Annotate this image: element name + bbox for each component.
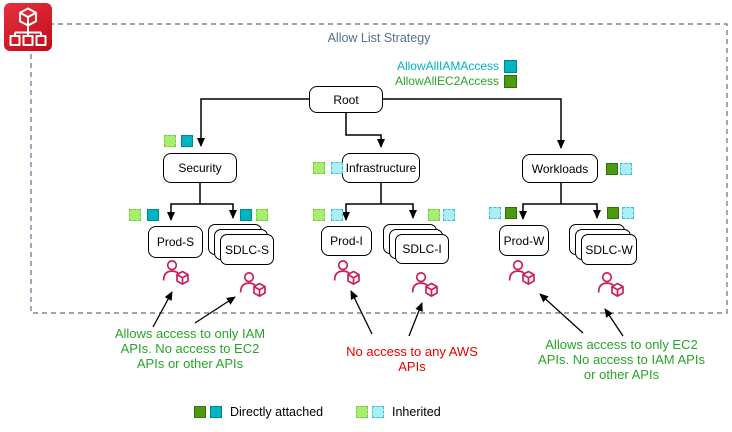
sdlc-w-iam-inherited-square-icon [622,207,634,219]
connector-security-prod-s [167,203,200,221]
node-security-label: Security [178,161,222,175]
security-ec2-inherited-square-icon [164,135,176,147]
sdlc-i-user-with-cube-icon [410,271,440,300]
policy-row-ec2: AllowAllEC2Access [395,74,517,88]
node-sdlc-i-account-stack: SDLC-I [383,224,451,266]
prod-w-user-with-cube-icon [507,259,537,288]
arrow-to-sdlc-s-user [194,296,236,324]
sdlc-w-user-with-cube-icon [596,271,626,300]
legend-inherited: Inherited [356,405,441,419]
node-prod-s-label: Prod-S [156,235,195,249]
connector-infrastructure-prod-i [342,203,381,221]
legend-iam-inherited-square-icon [372,406,384,418]
sdlc-i-iam-inherited-square-icon [443,209,455,221]
prod-i-user-with-cube-icon [332,259,362,288]
prod-w-ec2-attached-square-icon [505,207,517,219]
annotation-security-accounts: Allows access to only IAM APIs. No acces… [114,326,266,371]
node-security-ou: Security [163,153,237,183]
diagram-title: Allow List Strategy [327,31,431,45]
node-prod-s-account: Prod-S [148,226,203,258]
sdlc-s-ec2-inherited-square-icon [256,209,268,221]
connector-security-sdlc-s [200,203,237,219]
prod-w-iam-inherited-square-icon [489,207,501,219]
annotation-workloads-accounts: Allows access to only EC2 APIs. No acces… [538,337,705,382]
policy-row-iam: AllowAllIAMAccess [397,59,517,73]
security-iam-attached-square-icon [181,135,193,147]
infrastructure-iam-inherited-square-icon [331,162,343,174]
stack-layer-front: SDLC-W [581,234,637,265]
sdlc-s-user-with-cube-icon [238,271,268,300]
arrow-to-prod-w-user [539,293,584,334]
sdlc-w-ec2-attached-square-icon [607,207,619,219]
iam-attached-square-icon [504,59,517,73]
node-prod-i-account: Prod-I [321,226,372,256]
node-prod-i-label: Prod-I [330,234,363,248]
ec2-attached-square-icon [504,74,517,88]
sdlc-i-ec2-inherited-square-icon [428,209,440,221]
node-prod-w-account: Prod-W [499,225,549,256]
node-root-label: Root [333,92,359,107]
node-sdlc-i-label: SDLC-I [402,242,442,256]
annotation-infrastructure-accounts: No access to any AWS APIs [346,344,478,374]
prod-s-iam-attached-square-icon [147,209,159,221]
stack-layer-front: SDLC-S [220,234,274,265]
connector-root-security [197,98,309,147]
node-workloads-label: Workloads [531,161,589,176]
node-root: Root [309,86,383,113]
connector-infrastructure-sdlc-i [381,203,417,219]
workloads-iam-inherited-square-icon [620,163,632,175]
sdlc-s-iam-attached-square-icon [240,209,252,221]
workloads-ec2-attached-square-icon [606,163,618,175]
prod-i-iam-inherited-square-icon [331,209,343,221]
node-sdlc-w-account-stack: SDLC-W [569,224,639,266]
arrow-to-sdlc-i-user [408,302,423,337]
aws-organizations-icon [4,3,52,51]
policy-iam-label: AllowAllIAMAccess [396,59,499,73]
legend-ec2-attached-square-icon [194,406,206,418]
node-infrastructure-label: Infrastructure [345,161,417,175]
legend-directly-attached-label: Directly attached [230,405,324,419]
node-sdlc-w-label: SDLC-W [585,242,633,257]
arrow-to-prod-i-user [350,290,373,335]
arrow-to-sdlc-w-user [604,308,624,337]
connector-root-infrastructure [345,113,385,148]
node-sdlc-s-label: SDLC-S [224,242,269,257]
connector-workloads-sdlc-w [561,203,601,219]
node-prod-w-label: Prod-W [503,233,545,248]
connector-workloads-prod-w [519,203,561,220]
connector-root-workloads [383,98,565,149]
prod-i-ec2-inherited-square-icon [313,209,325,221]
node-workloads-ou: Workloads [522,154,598,183]
legend-inherited-label: Inherited [392,405,441,419]
legend-iam-attached-square-icon [210,406,222,418]
node-sdlc-s-account-stack: SDLC-S [208,224,276,266]
arrow-to-prod-s-user [152,291,173,328]
organizations-glyph [9,7,47,46]
legend-directly-attached: Directly attached [194,405,323,419]
legend-ec2-inherited-square-icon [356,406,368,418]
node-infrastructure-ou: Infrastructure [342,153,420,183]
policy-ec2-label: AllowAllEC2Access [394,74,499,88]
prod-s-ec2-inherited-square-icon [129,209,141,221]
stack-layer-front: SDLC-I [395,234,449,264]
infrastructure-ec2-inherited-square-icon [313,162,325,174]
prod-s-user-with-cube-icon [161,259,191,288]
